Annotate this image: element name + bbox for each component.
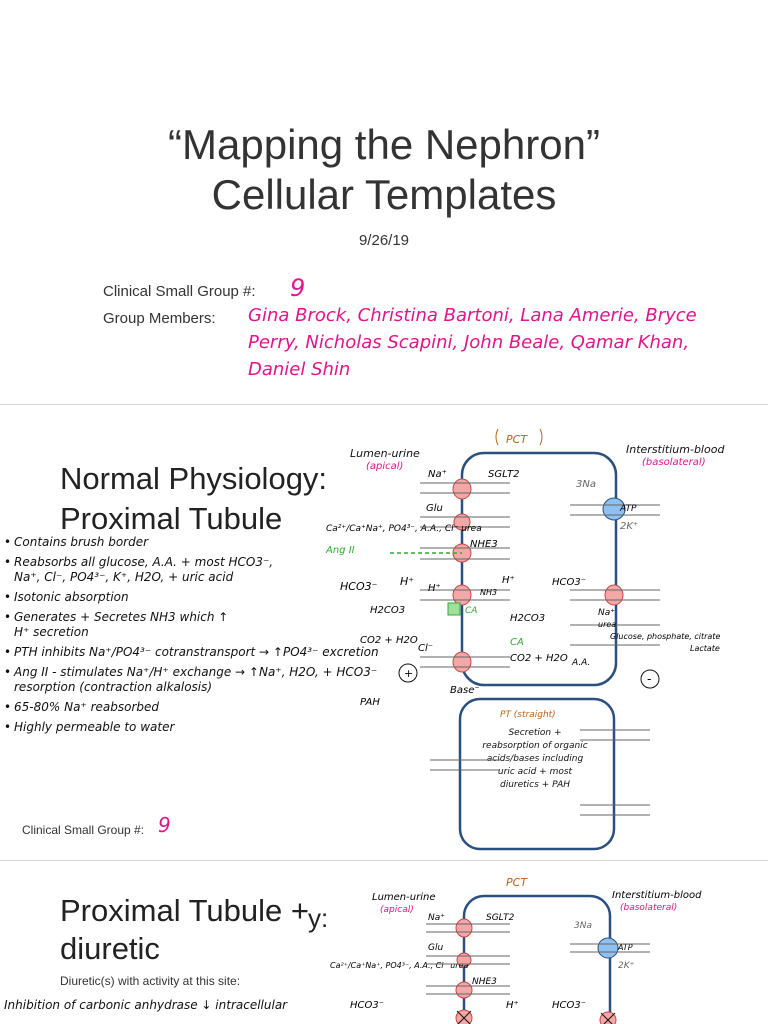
diuretic-label: Diuretic(s) with activity at this site: [60,974,241,988]
pct-cell-membrane [460,451,618,687]
cl-label: Cl⁻ [418,643,433,654]
lumen-label: Lumen-urine [350,447,420,460]
hco3-cell-label: HCO3⁻ [552,577,586,588]
two-k-label-3: 2K⁺ [618,961,635,971]
three-na-label-3: 3Na [574,921,592,931]
sglt2-label: SGLT2 [488,469,519,480]
note-item: Generates + Secretes NH3 which ↑ H⁺ secr… [4,610,244,640]
date: 9/26/19 [358,232,410,249]
group-number: 9 [290,274,306,302]
interstitium-label-3: Interstitium-blood [612,890,702,901]
co2-lumen-label: CO2 + H2O [360,635,418,646]
group-members: Gina Brock, Christina Bartoni, Lana Amer… [248,305,697,380]
slide-title-line1: “Mapping the Nephron” [168,121,600,168]
hco3-lumen-label: HCO3⁻ [340,580,378,593]
h-secreted-label: H⁺ [428,583,441,594]
glucose-label: Glucose, phosphate, citrate [610,632,720,641]
pt-straight-cell [458,697,616,851]
na-baso-label: Na⁺ [598,608,615,618]
members-label: Group Members: [103,310,216,327]
group-number-2: 9 [158,813,171,837]
pah-label: PAH [360,697,380,708]
nhe3-label-3: NHE3 [472,977,497,987]
h-cell-label: H⁺ [502,575,515,586]
lumen-label-3: Lumen-urine [372,892,435,903]
aa-label: A.A. [571,658,590,668]
note-item: 65-80% Na⁺ reabsorbed [4,700,444,715]
co2-cell-label: CO2 + H2O [510,653,568,664]
note-item: PTH inhibits Na⁺/PO4³⁻ cotranstransport … [4,645,444,660]
ca-enzyme-box [447,602,461,616]
note-item: Highly permeable to water [4,720,444,735]
apical-label: (apical) [366,461,403,472]
pct-label: PCT [506,433,528,446]
secretion-note-wrap: Secretion + reabsorption of organic acid… [482,728,588,790]
ca-cell-label: CA [510,637,524,648]
h-label-3: H⁺ [506,1000,519,1011]
na-label: Na⁺ [428,469,447,480]
na-label-3: Na⁺ [428,913,445,923]
h-lumen-label: H⁺ [400,575,414,588]
pct-cell-diagram: PCT Lumen-urine (apical) Interstitium-bl… [325,428,725,851]
hco3-cell-label-3: HCO3⁻ [552,1000,586,1011]
slide3-partial-text: y: [308,903,329,933]
base-label: Base⁻ [450,685,480,696]
group-label: Clinical Small Group #: [103,283,256,300]
physiology-notes: Contains brush border Reabsorbs all gluc… [4,535,444,740]
glu-label-3: Glu [428,943,443,953]
slide-title-line2: Cellular Templates [211,171,557,218]
note-item: Reabsorbs all glucose, A.A. + most HCO3⁻… [4,555,284,585]
secretion-note: Secretion + reabsorption of organic acid… [482,728,588,790]
pct-diuretic-diagram: PCT Lumen-urine (apical) Interstitium-bl… [330,876,702,1024]
atp-label: ATP [619,504,637,514]
three-na-label: 3Na [576,479,596,490]
group-label-2: Clinical Small Group #: [22,823,145,837]
two-k-label: 2K⁺ [620,521,638,532]
diuretic-slide: Proximal Tubule + diuretic y: Diuretic(s… [0,862,768,1024]
slide3-title-line2: diuretic [60,931,160,966]
nhe3-label: NHE3 [470,539,498,550]
urea-label: urea [598,620,616,629]
pt-straight-label: PT (straight) [500,710,556,720]
glu-label: Glu [426,503,443,514]
basolateral-label: (basolateral) [642,457,706,468]
plus-sign: + [404,667,413,680]
h2co3-cell-label: H2CO3 [510,613,545,624]
note-item: Isotonic absorption [4,590,444,605]
cotransport-label-3: Ca²⁺/Ca⁺Na⁺, PO4³⁻, A.A., Cl⁻ urea [330,961,469,970]
slide2-title-line2: Proximal Tubule [60,501,283,536]
ang-ii-label: Ang II [325,545,355,556]
pct-label-group: PCT [495,428,543,446]
hco3-label-3: HCO3⁻ [350,1000,384,1011]
diuretic-note: Inhibition of carbonic anhydrase ↓ intra… [4,998,288,1012]
basolateral-label-3: (basolateral) [620,903,677,913]
h2co3-lumen-label: H2CO3 [370,605,405,616]
atp-label-3: ATP [617,943,633,952]
nh3-label: NH3 [480,588,497,597]
title-slide: “Mapping the Nephron” Cellular Templates… [0,0,768,404]
slide3-title-line1: Proximal Tubule + [60,893,309,928]
cotransport-label: Ca²⁺/Ca⁺Na⁺, PO4³⁻, A.A., Cl⁻ urea [326,524,482,534]
interstitium-label: Interstitium-blood [626,443,725,456]
sglt2-label-3: SGLT2 [486,913,515,923]
pct-label-3: PCT [506,876,528,889]
slide-divider [0,404,768,405]
normal-physiology-slide: Normal Physiology: Proximal Tubule Conta… [0,405,768,860]
lactate-label: Lactate [690,644,720,653]
basolateral-exchanger [604,584,624,606]
apical-label-3: (apical) [380,905,414,915]
note-item: Ang II - stimulates Na⁺/H⁺ exchange → ↑N… [4,665,434,695]
slide-divider [0,860,768,861]
minus-sign: - [647,672,651,686]
ca-lumen-label: CA [465,606,477,616]
slide2-title-line1: Normal Physiology: [60,461,328,496]
note-item: Contains brush border [4,535,444,550]
